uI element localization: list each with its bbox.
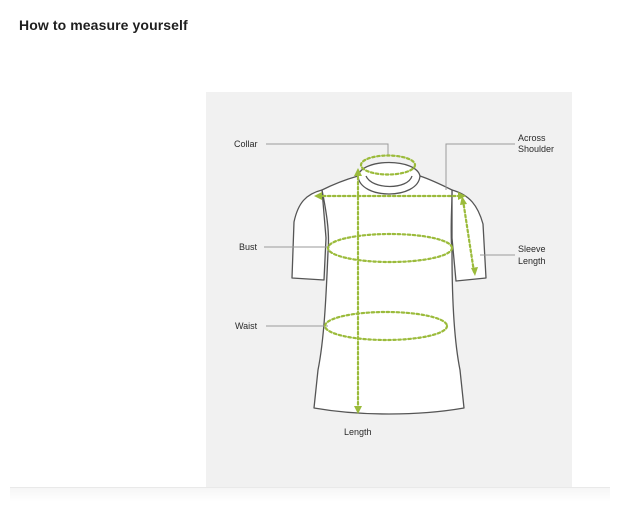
waist-measure-ring [323, 310, 449, 342]
tshirt-illustration [291, 161, 487, 415]
tshirt-measurement-diagram: Collar Across Shoulder Bust Sleeve Lengt… [234, 133, 554, 437]
sleeve-measure-line [461, 198, 476, 274]
section-divider [10, 487, 610, 488]
across-shoulder-label-line1: Across [518, 133, 546, 143]
measurement-guide-panel: Collar Across Shoulder Bust Sleeve Lengt… [206, 92, 572, 487]
length-arrow-top [354, 168, 362, 176]
waist-label: Waist [235, 321, 258, 331]
length-label: Length [344, 427, 372, 437]
measurement-arrowheads [314, 168, 478, 414]
bust-label: Bust [239, 242, 258, 252]
across-shoulder-label-line2: Shoulder [518, 144, 554, 154]
bust-measure-ring [326, 232, 454, 264]
measurement-guides [316, 154, 476, 412]
sleeve-arrow-bottom [471, 267, 478, 276]
collar-leader-line [266, 143, 389, 156]
across-shoulder-leader-line [445, 143, 515, 190]
page-title: How to measure yourself [19, 17, 188, 33]
label-leader-lines [264, 143, 515, 327]
length-arrow-bottom [354, 406, 362, 414]
neck-opening [365, 175, 413, 188]
shoulder-arrow-left [314, 192, 322, 200]
sleeve-length-label-line2: Length [518, 256, 546, 266]
collar-measure-ring [359, 154, 417, 176]
collar-band [357, 161, 421, 195]
sleeve-length-label-line1: Sleeve [518, 244, 546, 254]
left-sleeve [291, 189, 327, 281]
collar-label: Collar [234, 139, 258, 149]
tshirt-body [313, 175, 465, 415]
section-divider-shadow [10, 488, 610, 502]
sleeve-arrow-top [460, 196, 467, 205]
